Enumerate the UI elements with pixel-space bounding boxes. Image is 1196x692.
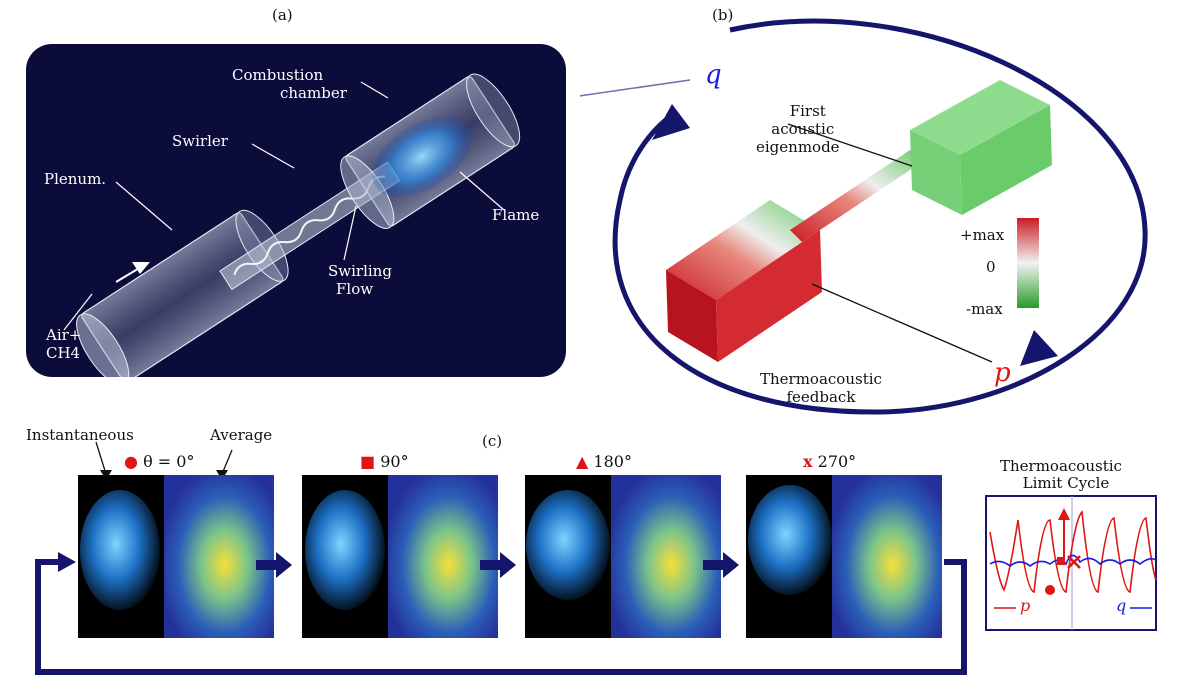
frames-sequence bbox=[35, 441, 1157, 675]
label-combustion: Combustion chamber bbox=[232, 66, 347, 102]
q-legend: q bbox=[1116, 596, 1127, 615]
average-label: Average bbox=[210, 426, 273, 444]
q-symbol: q bbox=[705, 60, 722, 90]
frame-title-3: ▲ 180° bbox=[576, 452, 632, 471]
p-legend: p bbox=[1020, 596, 1031, 615]
p-trace bbox=[989, 510, 1157, 594]
q-trace bbox=[989, 554, 1157, 568]
label-flame: Flame bbox=[492, 206, 540, 224]
colorbar-mid: 0 bbox=[986, 258, 996, 276]
label-swirling-flow: Swirling Flow bbox=[328, 262, 392, 298]
eigenmode-shape bbox=[666, 80, 1052, 362]
frame-4 bbox=[746, 475, 942, 638]
loop-arrowhead-left bbox=[652, 104, 690, 140]
panel-b-tag: (b) bbox=[712, 6, 734, 24]
label-air-ch4: Air+ CH4 bbox=[46, 326, 82, 362]
frame-3 bbox=[525, 475, 721, 638]
frame-title-1: ● θ = 0° bbox=[124, 452, 195, 471]
label-plenum: Plenum. bbox=[44, 170, 107, 188]
colorbar-min: -max bbox=[966, 300, 1003, 318]
colorbar bbox=[1017, 218, 1039, 308]
colorbar-max: +max bbox=[960, 226, 1005, 244]
loop-arrowhead-right bbox=[1020, 330, 1058, 366]
feedback-loop-path bbox=[612, 18, 1148, 415]
square-marker-icon: ■ bbox=[360, 452, 376, 471]
frame-1 bbox=[78, 475, 274, 638]
frame-title-4: x 270° bbox=[803, 452, 857, 471]
circle-marker-icon: ● bbox=[124, 452, 138, 471]
panel-a-tag: (a) bbox=[272, 6, 293, 24]
instantaneous-label: Instantaneous bbox=[26, 426, 134, 444]
plenum-cylinder bbox=[76, 209, 289, 377]
feedback-label: Thermoacoustic feedback bbox=[760, 370, 882, 406]
apparatus-illustration: Combustion chamber Swirler Plenum. Flame… bbox=[26, 44, 566, 377]
combustor-drawing bbox=[63, 73, 521, 377]
frame-title-2: ■ 90° bbox=[360, 452, 409, 471]
flame-shape bbox=[372, 116, 472, 197]
frame-2 bbox=[302, 475, 498, 638]
eigenmode-label: First acoustic eigenmode bbox=[756, 102, 840, 156]
limit-cycle-title: Thermoacoustic Limit Cycle bbox=[1000, 457, 1122, 492]
combustion-chamber bbox=[340, 73, 521, 229]
panel-c-tag: (c) bbox=[482, 432, 503, 450]
limit-cycle-plot bbox=[985, 495, 1157, 631]
feedback-loop-diagram bbox=[580, 18, 1148, 415]
label-swirler: Swirler bbox=[172, 132, 228, 150]
return-loop bbox=[35, 559, 967, 675]
triangle-marker-icon: ▲ bbox=[576, 452, 589, 471]
p-symbol: p bbox=[994, 358, 1011, 388]
cross-marker-icon: x bbox=[803, 452, 813, 471]
